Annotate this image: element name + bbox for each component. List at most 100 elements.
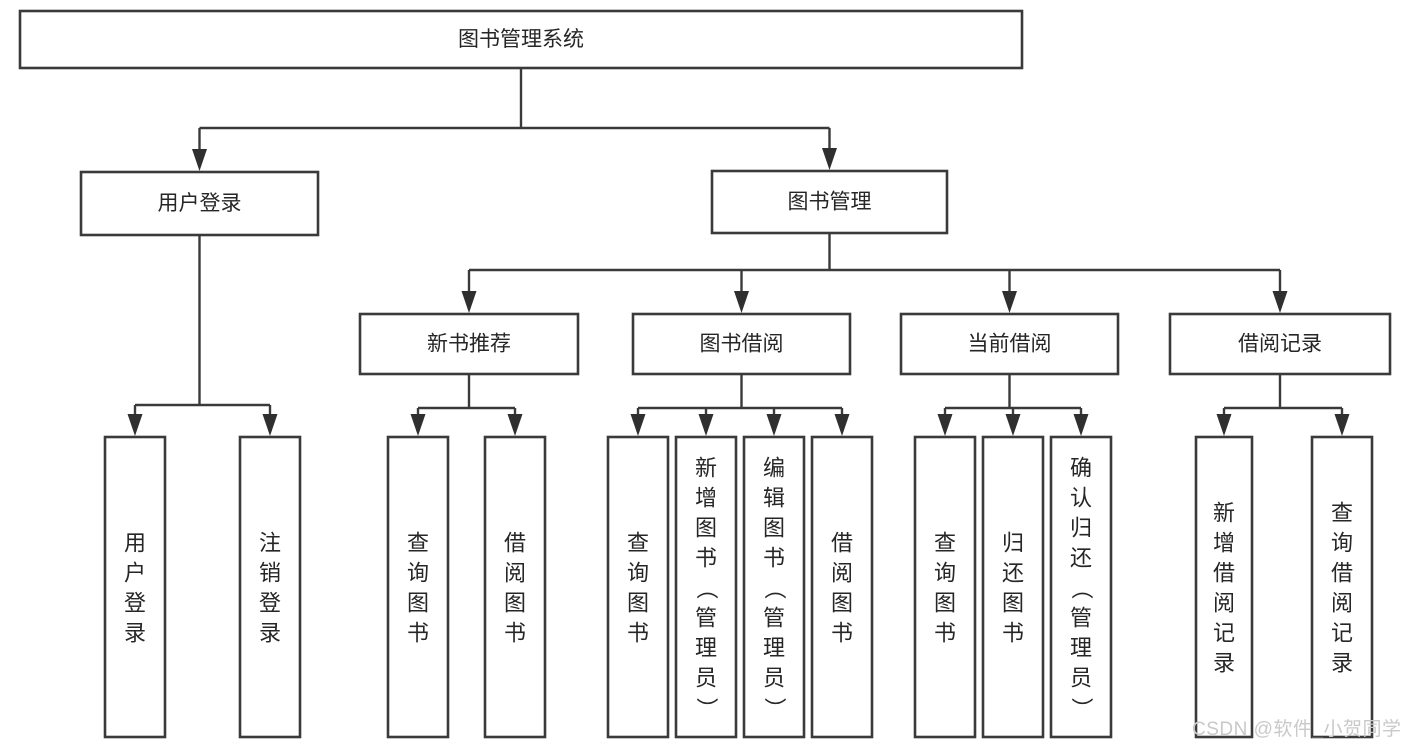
svg-text:录: 录: [124, 620, 146, 645]
arrowhead-icon: [461, 291, 477, 313]
svg-text:（: （: [694, 577, 719, 599]
node-borrow-record[interactable]: 借阅记录: [1168, 312, 1392, 376]
node-box: [606, 435, 670, 739]
svg-text:归: 归: [1002, 530, 1024, 555]
svg-text:管: 管: [763, 605, 785, 630]
node-new-book-recommend[interactable]: 新书推荐: [358, 312, 580, 376]
node-box: [238, 435, 302, 739]
arrowhead-icon: [1216, 414, 1232, 436]
node-root[interactable]: 图书管理系统: [18, 9, 1024, 70]
node-box: [913, 435, 977, 739]
arrowhead-icon: [1334, 414, 1350, 436]
node-box: [386, 435, 450, 739]
svg-text:确: 确: [1070, 455, 1092, 480]
svg-text:图: 图: [763, 515, 785, 540]
svg-text:登: 登: [124, 590, 146, 615]
svg-text:查: 查: [407, 530, 429, 555]
connector-layer: [127, 68, 1350, 436]
node-box: [674, 435, 738, 739]
node-label: 用户登录: [158, 192, 242, 215]
svg-text:）: ）: [762, 697, 787, 719]
svg-text:录: 录: [1213, 650, 1235, 675]
svg-text:图: 图: [831, 590, 853, 615]
node-box: [79, 170, 320, 237]
svg-text:（: （: [1069, 577, 1094, 599]
node-user-login[interactable]: 用户登录: [79, 170, 320, 237]
node-book-manage[interactable]: 图书管理: [710, 169, 949, 235]
svg-text:员: 员: [1070, 665, 1092, 690]
svg-text:查: 查: [627, 530, 649, 555]
node-label: 图书管理系统: [458, 28, 584, 51]
svg-text:管: 管: [695, 605, 717, 630]
svg-text:辑: 辑: [763, 485, 785, 510]
node-box: [358, 312, 580, 376]
svg-text:注: 注: [259, 530, 281, 555]
svg-text:）: ）: [694, 697, 719, 719]
svg-text:员: 员: [695, 665, 717, 690]
svg-text:户: 户: [124, 560, 146, 585]
svg-text:销: 销: [259, 560, 281, 585]
svg-text:书: 书: [763, 545, 785, 570]
node-box: [742, 435, 806, 739]
svg-text:录: 录: [1331, 650, 1353, 675]
node-box: [103, 435, 167, 739]
svg-text:借: 借: [831, 530, 853, 555]
arrowhead-icon: [734, 291, 749, 313]
node-label: 图书借阅: [700, 333, 784, 356]
node-box: [1194, 435, 1254, 739]
svg-text:书: 书: [831, 620, 853, 645]
svg-text:记: 记: [1331, 620, 1353, 645]
svg-text:图: 图: [627, 590, 649, 615]
arrowhead-icon: [630, 414, 646, 436]
svg-text:借: 借: [504, 530, 526, 555]
arrowhead-icon: [937, 414, 953, 436]
svg-text:图: 图: [934, 590, 956, 615]
arrowhead-icon: [766, 414, 782, 436]
arrowhead-icon: [507, 414, 523, 436]
node-label: 用户登录: [124, 530, 146, 645]
svg-text:阅: 阅: [831, 560, 853, 585]
svg-text:录: 录: [259, 620, 281, 645]
svg-text:管: 管: [1070, 605, 1092, 630]
node-label: 新书推荐: [427, 333, 511, 356]
node-layer: 图书管理系统用户登录图书管理新书推荐图书借阅当前借阅借阅记录用户登录注销登录查询…: [18, 9, 1392, 739]
svg-text:归: 归: [1070, 515, 1092, 540]
svg-text:（: （: [762, 577, 787, 599]
svg-text:书: 书: [695, 545, 717, 570]
node-book-borrow[interactable]: 图书借阅: [631, 312, 852, 376]
node-box: [981, 435, 1045, 739]
svg-text:还: 还: [1070, 545, 1092, 570]
svg-text:理: 理: [1070, 635, 1092, 660]
node-box: [1168, 312, 1392, 376]
node-label: 图书管理: [788, 191, 872, 214]
svg-text:询: 询: [1331, 530, 1353, 555]
svg-text:记: 记: [1213, 620, 1235, 645]
svg-text:登: 登: [259, 590, 281, 615]
svg-text:认: 认: [1070, 485, 1092, 510]
svg-text:书: 书: [627, 620, 649, 645]
svg-text:阅: 阅: [504, 560, 526, 585]
svg-text:）: ）: [1069, 697, 1094, 719]
svg-text:书: 书: [934, 620, 956, 645]
node-current-borrow[interactable]: 当前借阅: [899, 312, 1120, 376]
node-leaf-user-login[interactable]: 用户登录: [103, 435, 167, 739]
node-box: [483, 435, 547, 739]
arrowhead-icon: [127, 414, 143, 436]
svg-text:书: 书: [407, 620, 429, 645]
svg-text:图: 图: [504, 590, 526, 615]
